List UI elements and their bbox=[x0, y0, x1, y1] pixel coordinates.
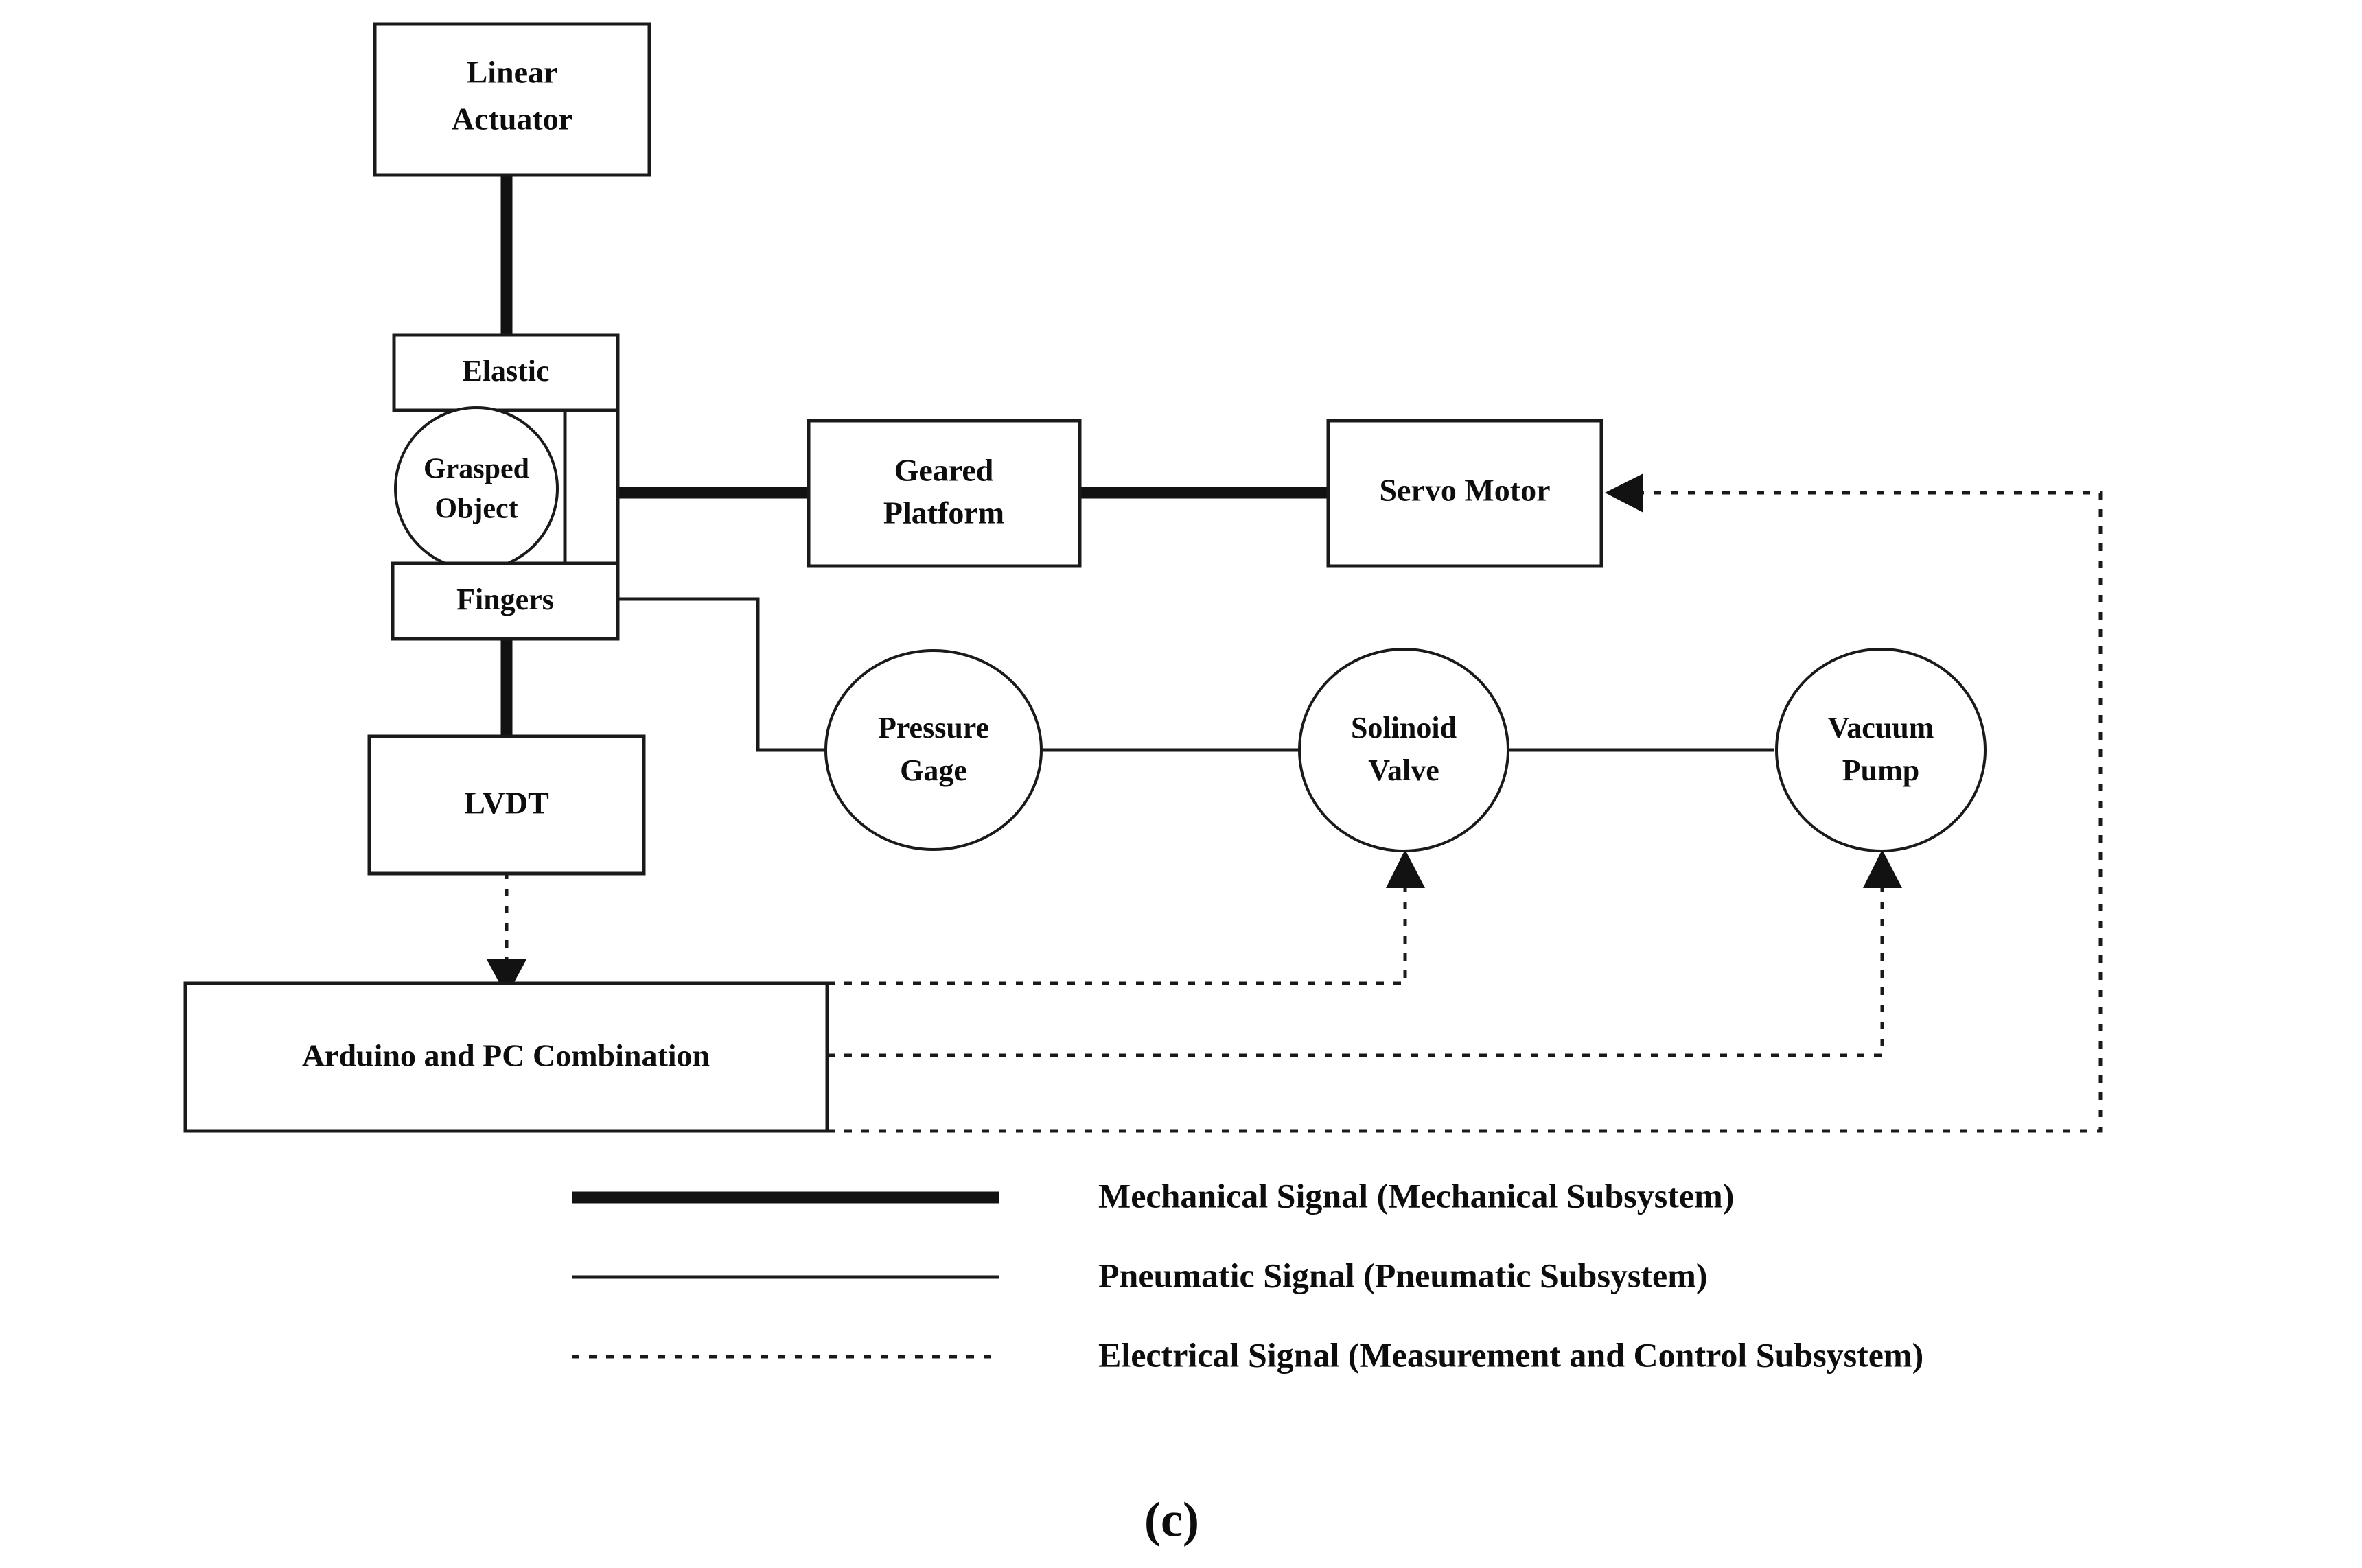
linear-actuator-box[interactable] bbox=[373, 22, 651, 177]
arduino-pc-box[interactable] bbox=[183, 981, 829, 1133]
fingers-label: Fingers bbox=[456, 583, 554, 616]
arrow-head-arduino-to-solinoid-valve bbox=[1386, 850, 1425, 888]
arrow-head-arduino-to-servo-motor bbox=[1605, 473, 1643, 513]
legend-label-mechanical: Mechanical Signal (Mechanical Subsystem) bbox=[1098, 1176, 1734, 1215]
linear-actuator-label-line1: Linear bbox=[467, 55, 558, 90]
geared-platform-box[interactable] bbox=[807, 419, 1082, 568]
geared-platform-label-line2: Platform bbox=[883, 495, 1004, 530]
gripper-body-box bbox=[563, 407, 620, 567]
geared-platform-label-line1: Geared bbox=[894, 453, 994, 488]
lvdt-box[interactable] bbox=[367, 734, 646, 876]
arrow-head-lvdt-to-arduino bbox=[487, 959, 526, 996]
node-pressure-gage[interactable]: Pressure Gage bbox=[824, 649, 1043, 851]
lvdt-label: LVDT bbox=[464, 786, 549, 821]
legend: Mechanical Signal (Mechanical Subsystem)… bbox=[572, 1176, 1923, 1374]
arrow-head-arduino-to-vacuum-pump bbox=[1863, 850, 1902, 888]
grasped-object-label-line1: Grasped bbox=[424, 454, 529, 485]
solinoid-valve-label-line1: Solinoid bbox=[1351, 711, 1457, 745]
node-geared-platform[interactable]: Geared Platform bbox=[807, 419, 1082, 568]
figure-caption: (c) bbox=[1144, 1493, 1199, 1547]
node-elastic[interactable]: Elastic bbox=[392, 333, 620, 412]
elastic-label: Elastic bbox=[462, 354, 549, 388]
servo-motor-label: Servo Motor bbox=[1379, 473, 1550, 508]
linear-actuator-label-line2: Actuator bbox=[452, 102, 572, 137]
node-vacuum-pump[interactable]: Vacuum Pump bbox=[1775, 648, 1987, 852]
arduino-pc-label: Arduino and PC Combination bbox=[302, 1038, 710, 1073]
node-solinoid-valve[interactable]: Solinoid Valve bbox=[1298, 648, 1509, 852]
legend-item-pneumatic: Pneumatic Signal (Pneumatic Subsystem) bbox=[572, 1256, 1708, 1294]
fingers-box[interactable] bbox=[391, 561, 620, 641]
vacuum-pump-label-line2: Pump bbox=[1842, 753, 1919, 787]
link-arduino-to-servo-motor bbox=[827, 491, 2103, 1133]
node-arduino-pc-combination[interactable]: Arduino and PC Combination bbox=[183, 981, 829, 1133]
vacuum-pump-label-line1: Vacuum bbox=[1828, 711, 1934, 745]
legend-item-mechanical: Mechanical Signal (Mechanical Subsystem) bbox=[572, 1176, 1734, 1215]
servo-motor-box[interactable] bbox=[1326, 419, 1603, 568]
legend-label-pneumatic: Pneumatic Signal (Pneumatic Subsystem) bbox=[1098, 1256, 1708, 1294]
node-lvdt[interactable]: LVDT bbox=[367, 734, 646, 876]
grasped-object-label-line2: Object bbox=[435, 493, 518, 525]
legend-item-electrical: Electrical Signal (Measurement and Contr… bbox=[572, 1335, 1923, 1374]
node-linear-actuator[interactable]: Linear Actuator bbox=[373, 22, 651, 177]
solinoid-valve-label-line2: Valve bbox=[1368, 753, 1439, 787]
link-fingers-to-pressure-gage bbox=[618, 597, 827, 752]
node-servo-motor[interactable]: Servo Motor bbox=[1326, 419, 1603, 568]
elastic-box[interactable] bbox=[392, 333, 620, 412]
vacuum-pump-circle[interactable] bbox=[1775, 648, 1987, 852]
solinoid-valve-circle[interactable] bbox=[1298, 648, 1509, 852]
node-grasped-object[interactable]: Grasped Object bbox=[394, 406, 559, 571]
legend-label-electrical: Electrical Signal (Measurement and Contr… bbox=[1098, 1335, 1923, 1374]
link-arduino-to-vacuum-pump bbox=[827, 885, 1884, 1057]
pressure-gage-label-line1: Pressure bbox=[878, 711, 989, 745]
pressure-gage-label-line2: Gage bbox=[900, 753, 967, 787]
pressure-gage-circle[interactable] bbox=[824, 649, 1043, 851]
node-fingers[interactable]: Fingers bbox=[391, 561, 620, 641]
grasped-object-circle[interactable] bbox=[394, 406, 559, 571]
link-arduino-to-solinoid-valve bbox=[827, 885, 1407, 985]
